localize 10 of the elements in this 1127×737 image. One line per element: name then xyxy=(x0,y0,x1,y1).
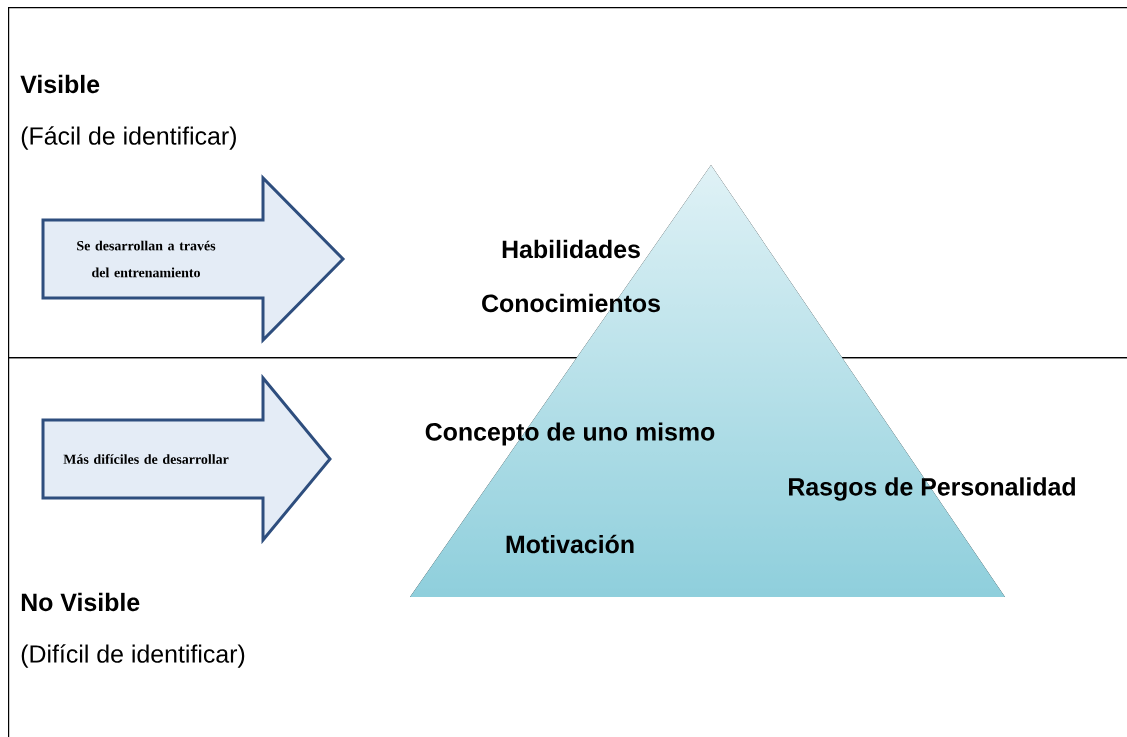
panel xyxy=(8,7,1127,359)
panel-heading: No Visible xyxy=(21,592,140,612)
pyramid-label: Motivación xyxy=(506,534,634,554)
pyramid-label: Habilidades xyxy=(502,239,640,259)
pyramid-label: Conocimientos xyxy=(482,293,660,313)
panel-subtitle: (Fácil de identificar) xyxy=(21,126,236,150)
panel-subtitle: (Difícil de identificar) xyxy=(21,644,245,668)
panel-heading: Visible xyxy=(20,74,100,94)
pyramid-label: Rasgos de Personalidad xyxy=(789,477,1075,501)
pyramid-label: Concepto de uno mismo xyxy=(425,422,715,446)
